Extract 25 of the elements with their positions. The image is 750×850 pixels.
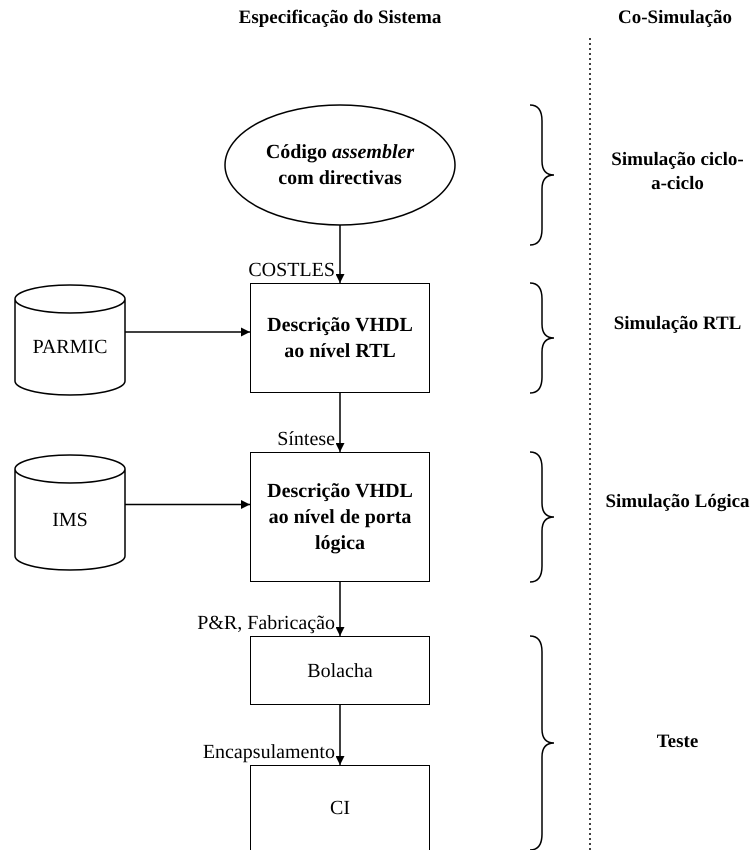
box-label: PARMIC: [32, 335, 108, 360]
column-header: Especificação do Sistema: [238, 6, 442, 30]
process-box: [250, 283, 430, 393]
box-label: CI: [330, 796, 350, 821]
arrow: [336, 705, 344, 765]
phase-label: Simulação Lógica: [605, 490, 750, 514]
arrow: [125, 500, 250, 509]
process-box: [250, 765, 430, 850]
phase-label: Simulação ciclo-a-ciclo: [610, 148, 745, 196]
process-box: [250, 636, 430, 705]
edge-label: Encapsulamento: [202, 741, 336, 763]
box-title: Descrição VHDL ao nível RTL: [266, 313, 414, 364]
edge-label: P&R, Fabricação: [196, 612, 336, 634]
process-box: [250, 452, 430, 582]
column-header: Co-Simulação: [617, 6, 733, 30]
arrow: [336, 393, 344, 452]
box-label: Bolacha: [307, 658, 373, 684]
arrow: [336, 582, 344, 636]
box-title: Código assembler com directivas: [264, 140, 416, 191]
phase-label: Teste: [656, 730, 700, 754]
box-title: Descrição VHDL ao nível de porta lógica: [266, 479, 414, 556]
arrow: [336, 225, 344, 283]
phase-label: Simulação RTL: [612, 312, 742, 336]
arrow: [125, 328, 250, 336]
box-label: IMS: [52, 508, 88, 532]
